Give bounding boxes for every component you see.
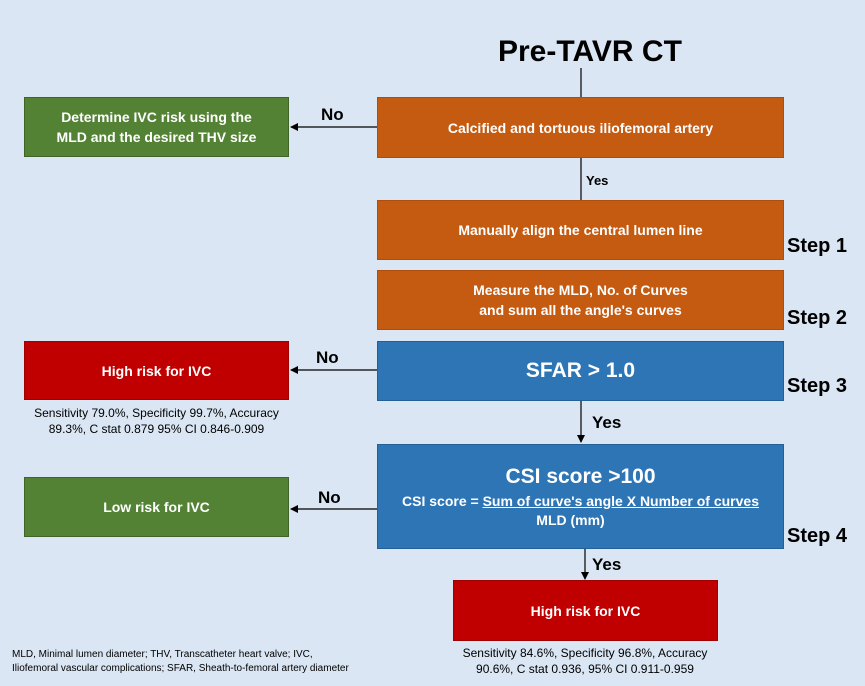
csi-formula-denominator: MLD (mm) [536,511,605,528]
high-risk-ivc-box-2: High risk for IVC [453,580,718,641]
yes-label-csi: Yes [592,555,622,574]
determine-ivc-risk-box: Determine IVC risk using the MLD and the… [24,97,289,157]
calcified-artery-text: Calcified and tortuous iliofemoral arter… [447,119,714,136]
measure-mld-box: Measure the MLD, No. of Curves and sum a… [377,270,784,330]
low-risk-ivc-box: Low risk for IVC [24,477,289,537]
page-title: Pre-TAVR CT [498,35,682,68]
csi-stats-line1: Sensitivity 84.6%, Specificity 96.8%, Ac… [462,646,708,660]
step-1-label: Step 1 [787,235,848,257]
sfar-stats-line2: 89.3%, C stat 0.879 95% CI 0.846-0.909 [48,422,265,436]
sfar-stats-line1: Sensitivity 79.0%, Specificity 99.7%, Ac… [34,406,279,420]
csi-score-box: CSI score >100 CSI score = Sum of curve'… [377,444,784,549]
step-2-label: Step 2 [787,307,848,329]
low-risk-ivc-text: Low risk for IVC [103,499,210,515]
sfar-stats: Sensitivity 79.0%, Specificity 99.7%, Ac… [24,405,289,437]
csi-stats: Sensitivity 84.6%, Specificity 96.8%, Ac… [430,645,740,677]
high-risk-ivc-text-2: High risk for IVC [530,602,641,619]
align-lumen-text: Manually align the central lumen line [458,222,703,238]
step-4-label: Step 4 [787,525,848,547]
footnote-line2: Iliofemoral vascular complications; SFAR… [12,663,349,674]
align-lumen-box: Manually align the central lumen line [377,200,784,260]
csi-formula-numerator: Sum of curve's angle X Number of curves [482,492,759,509]
csi-score-title: CSI score >100 [505,464,656,488]
no-label-calcified: No [321,105,344,124]
csi-formula: CSI score = Sum of curve's angle X Numbe… [402,492,759,511]
csi-stats-line2: 90.6%, C stat 0.936, 95% CI 0.911-0.959 [476,662,694,676]
no-label-sfar: No [316,348,339,367]
footnote-line1: MLD, Minimal lumen diameter; THV, Transc… [12,649,313,660]
measure-mld-line1: Measure the MLD, No. of Curves [473,282,688,298]
sfar-box: SFAR > 1.0 [377,341,784,401]
high-risk-ivc-box-1: High risk for IVC [24,341,289,400]
high-risk-ivc-text-1: High risk for IVC [101,362,212,379]
calcified-artery-box: Calcified and tortuous iliofemoral arter… [377,97,784,158]
no-label-csi: No [318,488,341,507]
abbreviations-footnote: MLD, Minimal lumen diameter; THV, Transc… [12,648,392,676]
determine-ivc-risk-line1: Determine IVC risk using the [61,109,252,125]
csi-formula-prefix: CSI score = [402,492,483,509]
yes-label-sfar: Yes [592,413,622,432]
yes-label-calcified: Yes [586,173,609,188]
step-3-label: Step 3 [787,375,848,397]
determine-ivc-risk-line2: MLD and the desired THV size [56,129,257,145]
sfar-text: SFAR > 1.0 [525,359,636,382]
measure-mld-line2: and sum all the angle's curves [479,302,682,318]
